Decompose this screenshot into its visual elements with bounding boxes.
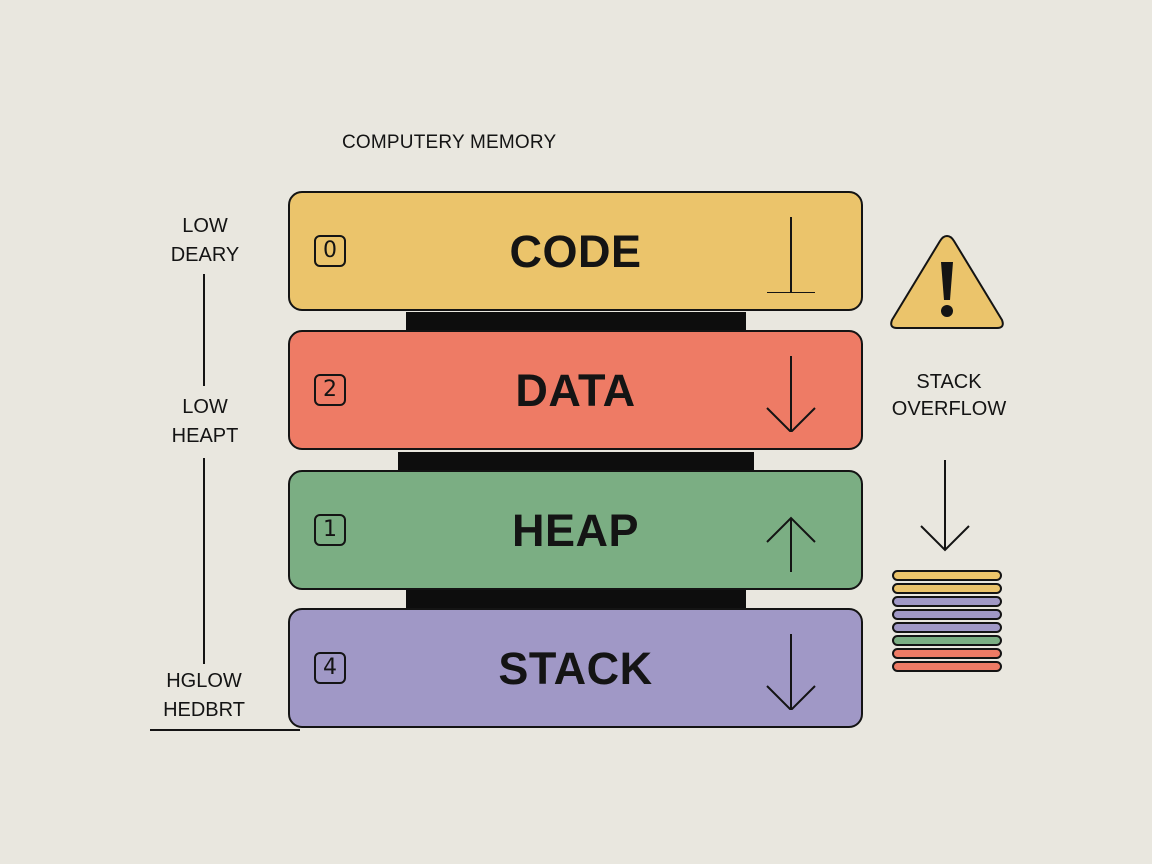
- overflow-plate: [892, 583, 1002, 594]
- arrow-down-icon: [766, 356, 816, 432]
- segment-data-index: 2: [314, 374, 346, 406]
- segment-stack-index: 4: [314, 652, 346, 684]
- label-low-address-line2: DEARY: [170, 244, 240, 266]
- label-low-heap-line1: LOW: [182, 396, 228, 418]
- arrow-down-icon: [920, 460, 970, 552]
- diagram-title: COMPUTERY MEMORY: [342, 132, 557, 153]
- arrow-up-icon: [766, 516, 816, 572]
- overflow-plate: [892, 609, 1002, 620]
- label-low-address: LOW DEARY: [166, 212, 244, 270]
- overflow-plate: [892, 648, 1002, 659]
- segment-heap-index: 1: [314, 514, 346, 546]
- segment-code-index: 0: [314, 235, 346, 267]
- segment-stack: 4 STACK: [288, 608, 863, 728]
- overflow-plate-stack: [892, 570, 1002, 674]
- label-low-heap: LOW HEAPT: [166, 393, 244, 451]
- connector: [406, 590, 746, 608]
- segment-code: 0 CODE: [288, 191, 863, 311]
- connector: [398, 452, 754, 470]
- segment-stack-label: STACK: [498, 643, 653, 694]
- label-high-address-line1: HGLOW: [166, 670, 242, 692]
- warning-triangle-icon: [890, 235, 1004, 329]
- segment-heap: 1 HEAP: [288, 470, 863, 590]
- stack-overflow-label: STACK OVERFLOW: [870, 369, 1028, 423]
- label-high-address-line2: HEDBRT: [163, 699, 245, 721]
- overflow-plate: [892, 635, 1002, 646]
- end-marker-icon: [767, 217, 815, 293]
- label-low-heap-line2: HEAPT: [171, 425, 239, 447]
- label-low-address-line1: LOW: [182, 215, 228, 237]
- connector: [406, 312, 746, 330]
- segment-code-label: CODE: [509, 226, 642, 277]
- overflow-plate: [892, 596, 1002, 607]
- segment-data-label: DATA: [515, 365, 636, 416]
- vertical-line-lower: [203, 458, 205, 664]
- overflow-plate: [892, 661, 1002, 672]
- arrow-down-icon: [766, 634, 816, 710]
- segment-data: 2 DATA: [288, 330, 863, 450]
- stack-overflow-line2: OVERFLOW: [891, 398, 1007, 420]
- overflow-plate: [892, 570, 1002, 581]
- segment-heap-label: HEAP: [511, 505, 640, 556]
- baseline: [150, 729, 300, 731]
- vertical-line-upper: [203, 274, 205, 386]
- label-high-address: HGLOW HEDBRT: [160, 667, 248, 725]
- overflow-plate: [892, 622, 1002, 633]
- stack-overflow-line1: STACK: [916, 371, 982, 393]
